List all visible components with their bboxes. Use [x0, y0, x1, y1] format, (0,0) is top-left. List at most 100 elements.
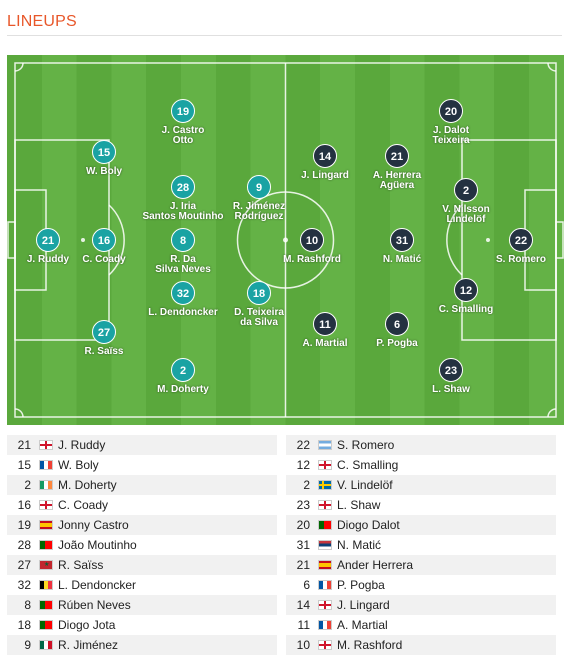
away-lineup-row[interactable]: 10 M. Rashford	[286, 635, 556, 655]
player-name-link[interactable]: Diogo Dalot	[337, 518, 400, 532]
shirt-number-badge: 9	[247, 175, 271, 199]
shirt-number-badge: 31	[390, 228, 414, 252]
belgium-flag-icon	[39, 580, 53, 590]
lineups-header: LINEUPS	[0, 0, 565, 40]
shirt-number: 31	[296, 538, 310, 552]
player-name-link[interactable]: M. Rashford	[337, 638, 403, 652]
player-name-link[interactable]: Rúben Neves	[58, 598, 131, 612]
shirt-number-badge: 16	[92, 228, 116, 252]
player-name-label: C. Smalling	[438, 304, 494, 315]
player-name-link[interactable]: R. Saïss	[58, 558, 104, 572]
player-name-link[interactable]: L. Shaw	[337, 498, 381, 512]
player-name-link[interactable]: C. Coady	[58, 498, 109, 512]
morocco-flag-icon: ★	[39, 560, 53, 570]
player-name-label: J. Castro Otto	[161, 125, 205, 146]
player-name-link[interactable]: João Moutinho	[58, 538, 137, 552]
player-name-label: L. Shaw	[432, 384, 470, 395]
player-name-label: P. Pogba	[376, 338, 418, 349]
shirt-number-badge: 2	[171, 358, 195, 382]
player-name-label: R. Da Silva Neves	[155, 254, 211, 275]
player-name-link[interactable]: V. Lindelöf	[337, 478, 393, 492]
away-player-marker[interactable]: 11 A. Martial	[270, 312, 380, 349]
player-name-link[interactable]: Diogo Jota	[58, 618, 116, 632]
player-name-link[interactable]: A. Martial	[337, 618, 388, 632]
ireland-flag-icon	[39, 480, 53, 490]
player-name-link[interactable]: Ander Herrera	[337, 558, 414, 572]
player-name-link[interactable]: R. Jiménez	[58, 638, 119, 652]
pitch-markings	[7, 62, 564, 418]
sweden-flag-icon	[318, 480, 332, 490]
shirt-number-badge: 2	[454, 178, 478, 202]
shirt-number: 22	[296, 438, 310, 452]
shirt-number-badge: 8	[171, 228, 195, 252]
player-name-link[interactable]: Jonny Castro	[58, 518, 129, 532]
player-name-link[interactable]: S. Romero	[337, 438, 395, 452]
portugal-flag-icon	[318, 520, 332, 530]
player-name-link[interactable]: J. Ruddy	[58, 438, 106, 452]
player-name-link[interactable]: C. Smalling	[337, 458, 399, 472]
player-name-link[interactable]: J. Lingard	[337, 598, 390, 612]
home-lineup-row[interactable]: 15 W. Boly	[7, 455, 277, 475]
spain-flag-icon	[318, 560, 332, 570]
home-lineup-row[interactable]: 27★R. Saïss	[7, 555, 277, 575]
player-name-link[interactable]: W. Boly	[58, 458, 99, 472]
player-name-label: A. Martial	[302, 338, 348, 349]
player-name-label: A. Herrera Agüera	[372, 170, 422, 191]
shirt-number-badge: 32	[171, 281, 195, 305]
away-lineup-row[interactable]: 31 N. Matić	[286, 535, 556, 555]
shirt-number-badge: 11	[313, 312, 337, 336]
shirt-number-badge: 28	[171, 175, 195, 199]
shirt-number-badge: 15	[92, 140, 116, 164]
player-name-link[interactable]: M. Doherty	[58, 478, 117, 492]
player-name-link[interactable]: L. Dendoncker	[58, 578, 137, 592]
home-player-marker[interactable]: 16 C. Coady	[49, 228, 159, 265]
england-flag-icon	[318, 500, 332, 510]
away-lineup-row[interactable]: 22 S. Romero	[286, 435, 556, 455]
player-name-label: D. Teixeira da Silva	[234, 307, 284, 328]
shirt-number: 15	[17, 458, 31, 472]
away-lineup-row[interactable]: 23 L. Shaw	[286, 495, 556, 515]
player-name-label: C. Coady	[82, 254, 126, 265]
player-name-link[interactable]: P. Pogba	[337, 578, 385, 592]
shirt-number: 10	[296, 638, 310, 652]
shirt-number: 23	[296, 498, 310, 512]
player-name-label: J. Iria Santos Moutinho	[142, 201, 224, 222]
player-name-link[interactable]: N. Matić	[337, 538, 382, 552]
